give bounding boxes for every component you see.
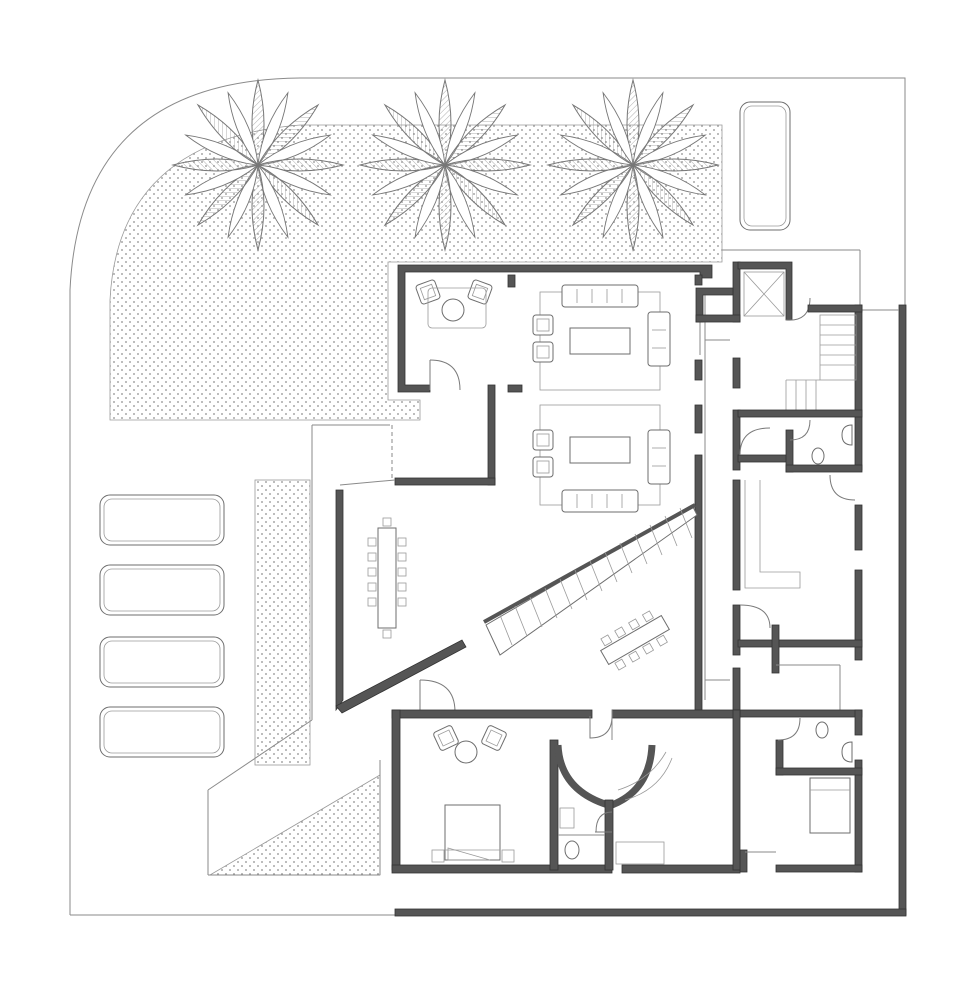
dining-area xyxy=(367,517,407,639)
toilet-icon xyxy=(564,840,580,860)
parking xyxy=(99,101,791,758)
family-room xyxy=(532,404,671,513)
site-boundary xyxy=(69,77,906,916)
staircase xyxy=(483,503,698,656)
bed-icon xyxy=(809,777,851,834)
dining-table-icon xyxy=(600,610,670,671)
foyer xyxy=(554,744,673,871)
sofa-icon xyxy=(561,284,639,308)
sofa-icon xyxy=(561,489,639,513)
tree-icon xyxy=(547,79,719,251)
armchair-icon xyxy=(532,456,554,478)
bathroom xyxy=(737,419,863,473)
car-icon xyxy=(739,101,791,231)
armchair-icon xyxy=(532,341,554,363)
service-stair xyxy=(695,261,863,471)
armchair-icon xyxy=(480,724,508,752)
master-bedroom xyxy=(431,724,559,871)
car-icon xyxy=(99,494,225,546)
car-icon xyxy=(99,636,225,688)
car-icon xyxy=(99,564,225,616)
dining-table-icon xyxy=(367,517,407,639)
main-hall-walls xyxy=(335,274,703,714)
bathroom xyxy=(558,807,605,860)
lower-wing-walls xyxy=(391,709,741,874)
property-walls xyxy=(394,249,907,917)
guest-bedroom xyxy=(737,709,863,873)
corridor xyxy=(704,261,741,719)
car-icon xyxy=(99,706,225,758)
armchair-icon xyxy=(532,429,554,451)
kitchen-dining xyxy=(600,610,670,671)
armchair-icon xyxy=(466,278,494,306)
armchair-icon xyxy=(432,724,460,752)
secondary-bedroom xyxy=(737,474,863,710)
tree-icon xyxy=(359,79,531,251)
sink-icon xyxy=(841,424,853,446)
armchair-icon xyxy=(532,314,554,336)
sink-icon xyxy=(841,741,853,763)
entry-walkway xyxy=(207,424,390,876)
bed-icon xyxy=(431,804,515,863)
toilet-icon xyxy=(811,447,825,465)
toilet-icon xyxy=(815,721,829,739)
sink-icon xyxy=(559,807,575,829)
living-room xyxy=(397,264,713,393)
tree-icon xyxy=(172,79,344,251)
